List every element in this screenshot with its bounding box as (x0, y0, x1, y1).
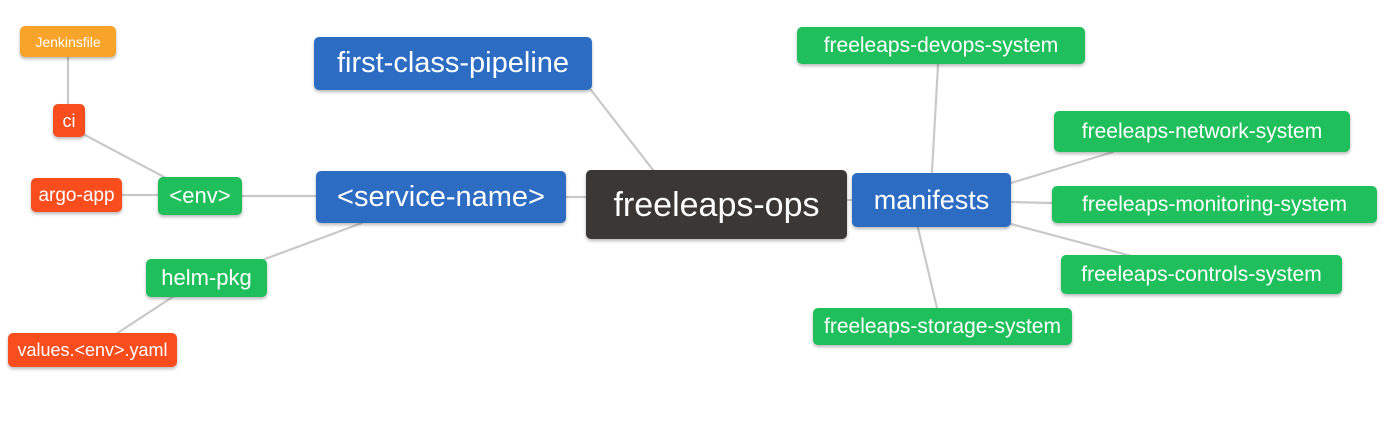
node-freeleaps-network-system[interactable]: freeleaps-network-system (1054, 111, 1350, 152)
edge-manifests-to-freeleaps-network-system (1009, 150, 1115, 185)
node-argo-app[interactable]: argo-app (31, 178, 122, 212)
edge-helm-pkg-to-values-env-yaml (114, 294, 176, 336)
edge-ci-to-env (81, 132, 168, 180)
edge-manifests-to-freeleaps-monitoring-system (1009, 200, 1054, 205)
node-helm-pkg[interactable]: helm-pkg (146, 259, 267, 297)
edge-service-name-to-helm-pkg (263, 221, 364, 261)
node-env[interactable]: <env> (158, 177, 242, 215)
node-ci[interactable]: ci (53, 104, 85, 137)
edge-first-class-pipeline-to-freeleaps-ops (589, 88, 655, 172)
node-freeleaps-storage-system[interactable]: freeleaps-storage-system (813, 308, 1072, 345)
node-freeleaps-devops-system[interactable]: freeleaps-devops-system (797, 27, 1085, 64)
node-jenkinsfile[interactable]: Jenkinsfile (20, 26, 116, 57)
node-freeleaps-controls-system[interactable]: freeleaps-controls-system (1061, 255, 1342, 294)
node-first-class-pipeline[interactable]: first-class-pipeline (314, 37, 592, 90)
node-freeleaps-ops[interactable]: freeleaps-ops (586, 170, 847, 239)
edge-manifests-to-freeleaps-storage-system (916, 226, 939, 310)
edge-manifests-to-freeleaps-devops-system (930, 63, 940, 174)
node-manifests[interactable]: manifests (852, 173, 1011, 227)
node-values-env-yaml[interactable]: values.<env>.yaml (8, 333, 177, 367)
node-freeleaps-monitoring-system[interactable]: freeleaps-monitoring-system (1052, 186, 1377, 223)
edge-manifests-to-freeleaps-controls-system (1009, 222, 1137, 259)
node-service-name[interactable]: <service-name> (316, 171, 566, 223)
